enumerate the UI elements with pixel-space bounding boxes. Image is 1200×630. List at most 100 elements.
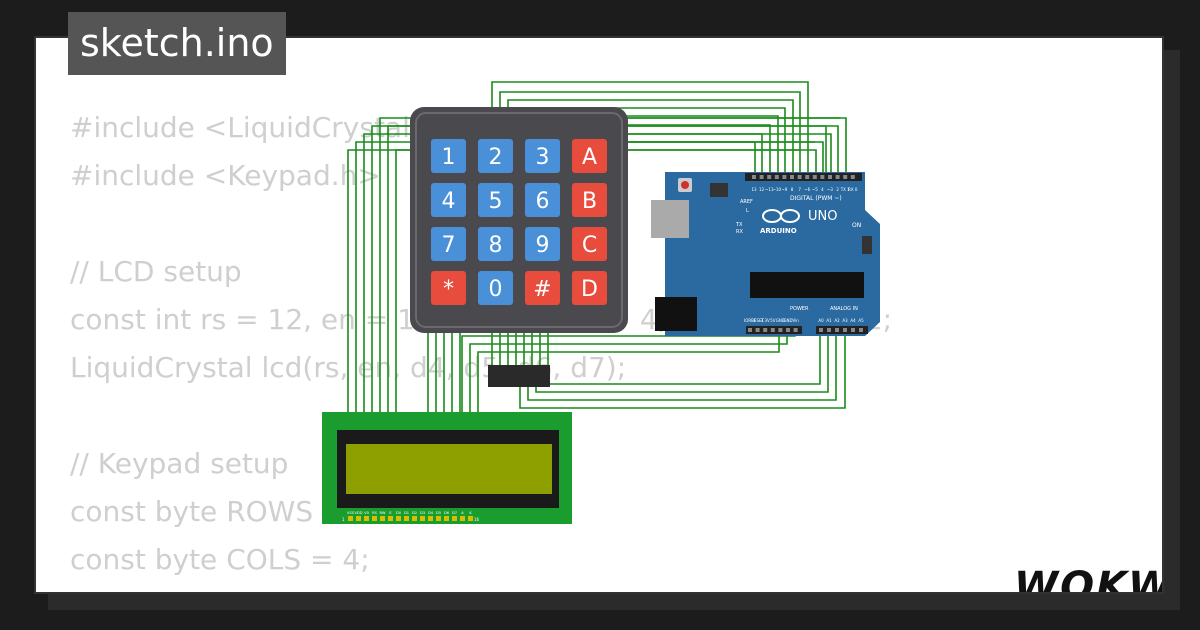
key-cap[interactable]: [431, 139, 466, 173]
keypad-key-#[interactable]: #: [525, 271, 560, 305]
analog-pin[interactable]: [819, 328, 823, 332]
power-pin-label: Vin: [792, 318, 799, 323]
keypad-key-6[interactable]: 6: [525, 183, 560, 217]
key-cap[interactable]: [478, 139, 513, 173]
frame-shadow-right: [1164, 50, 1180, 610]
digital-pin[interactable]: [812, 175, 817, 179]
digital-pin[interactable]: [820, 175, 825, 179]
lcd-pin[interactable]: [444, 516, 449, 521]
lcd-pin[interactable]: [364, 516, 369, 521]
key-cap[interactable]: [572, 139, 607, 173]
power-pin[interactable]: [748, 328, 752, 332]
wire[interactable]: [535, 332, 829, 393]
keypad-key-C[interactable]: C: [572, 227, 607, 261]
keypad-key-1[interactable]: 1: [431, 139, 466, 173]
key-cap[interactable]: [431, 183, 466, 217]
keypad-key-3[interactable]: 3: [525, 139, 560, 173]
power-pin[interactable]: [763, 328, 768, 332]
lcd-pin[interactable]: [388, 516, 393, 521]
analog-pin[interactable]: [827, 328, 831, 332]
keypad-key-8[interactable]: 8: [478, 227, 513, 261]
lcd-pin[interactable]: [428, 516, 433, 521]
analog-pin-label: A0: [818, 318, 824, 323]
keypad-key-B[interactable]: B: [572, 183, 607, 217]
power-pin[interactable]: [778, 328, 783, 332]
digital-pin[interactable]: [752, 175, 756, 179]
analog-pin[interactable]: [859, 328, 863, 332]
power-pin[interactable]: [770, 328, 775, 332]
lcd-pin[interactable]: [460, 516, 465, 521]
wire[interactable]: [519, 332, 846, 409]
key-cap[interactable]: [572, 271, 607, 305]
key-label: A: [582, 145, 597, 170]
digital-pin-label: 7: [798, 187, 801, 192]
key-cap[interactable]: [525, 227, 560, 261]
digital-pin[interactable]: [843, 175, 848, 179]
key-cap[interactable]: [525, 139, 560, 173]
key-label: 7: [442, 233, 456, 258]
lcd-pin[interactable]: [436, 516, 441, 521]
digital-pin-label: TX 1: [840, 187, 850, 192]
lcd-pin[interactable]: [372, 516, 377, 521]
key-cap[interactable]: [431, 271, 466, 305]
digital-pin-label: ~3: [827, 187, 833, 192]
lcd-pin[interactable]: [404, 516, 409, 521]
wire[interactable]: [527, 332, 837, 401]
key-cap[interactable]: [478, 271, 513, 305]
key-cap[interactable]: [525, 183, 560, 217]
power-pin-label: GND: [776, 318, 785, 323]
power-pin-label: GND: [783, 318, 792, 323]
key-cap[interactable]: [478, 183, 513, 217]
digital-pin[interactable]: [774, 175, 779, 179]
lcd-pin-label: D7: [452, 511, 457, 515]
keypad-key-5[interactable]: 5: [478, 183, 513, 217]
key-cap[interactable]: [525, 271, 560, 305]
keypad-key-A[interactable]: A: [572, 139, 607, 173]
key-cap[interactable]: [478, 227, 513, 261]
digital-pin[interactable]: [797, 175, 802, 179]
key-cap[interactable]: [572, 227, 607, 261]
key-label: 2: [489, 145, 503, 170]
lcd-pin[interactable]: [452, 516, 457, 521]
key-cap[interactable]: [431, 227, 466, 261]
power-pin[interactable]: [793, 328, 798, 332]
reset-button[interactable]: [681, 181, 689, 189]
digital-pin[interactable]: [850, 175, 855, 179]
digital-pin[interactable]: [828, 175, 832, 179]
digital-pin[interactable]: [782, 175, 787, 179]
analog-pin[interactable]: [843, 328, 847, 332]
keypad-key-2[interactable]: 2: [478, 139, 513, 173]
keypad-key-9[interactable]: 9: [525, 227, 560, 261]
analog-pin[interactable]: [851, 328, 855, 332]
analog-label: ANALOG IN: [830, 306, 858, 312]
digital-pin[interactable]: [805, 175, 810, 179]
lcd-pin[interactable]: [468, 516, 473, 521]
digital-pin[interactable]: [835, 175, 840, 179]
lcd-pin[interactable]: [380, 516, 385, 521]
keypad-key-D[interactable]: D: [572, 271, 607, 305]
power-pin[interactable]: [755, 328, 760, 332]
lcd-pin-label: D2: [412, 511, 417, 515]
digital-pin[interactable]: [767, 175, 772, 179]
analog-pin[interactable]: [835, 328, 839, 332]
key-cap[interactable]: [572, 183, 607, 217]
frame-shadow-bottom: [48, 594, 1180, 610]
keypad-key-7[interactable]: 7: [431, 227, 466, 261]
digital-pin[interactable]: [790, 175, 794, 179]
lcd-pin[interactable]: [412, 516, 417, 521]
icsp-header: [710, 183, 728, 197]
digital-pin[interactable]: [759, 175, 764, 179]
keypad-key-0[interactable]: 0: [478, 271, 513, 305]
lcd-pin[interactable]: [420, 516, 425, 521]
power-pin[interactable]: [786, 328, 790, 332]
digital-pin-label: 8: [791, 187, 794, 192]
lcd-pin[interactable]: [356, 516, 361, 521]
keypad-key-4[interactable]: 4: [431, 183, 466, 217]
lcd-pin[interactable]: [348, 516, 353, 521]
wire[interactable]: [395, 149, 800, 516]
keypad-key-*[interactable]: *: [431, 271, 466, 305]
lcd-pin[interactable]: [396, 516, 401, 521]
